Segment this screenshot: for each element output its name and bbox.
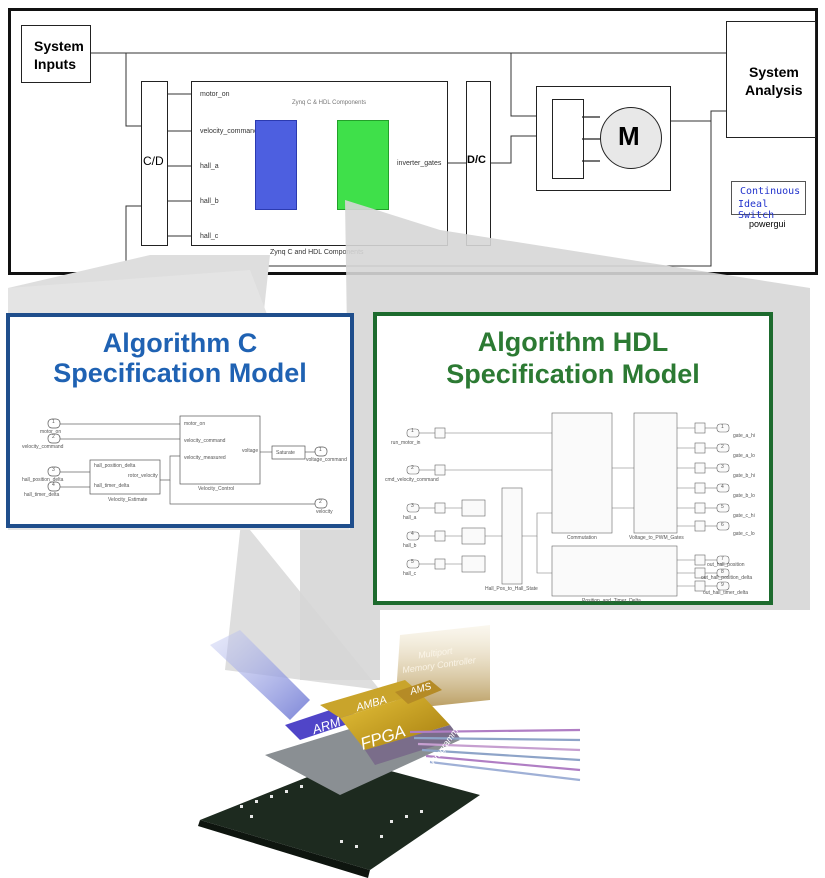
c-inport-num-3: 3: [52, 467, 55, 473]
hdl-outport-gate-a-lo: gate_a_lo: [733, 453, 755, 459]
hdl-outport-gate-b-lo: gate_b_lo: [733, 493, 755, 499]
hdl-inport-hall-c: hall_c: [403, 571, 417, 577]
c-outport-voltage-command: voltage_command: [306, 457, 347, 463]
hdl-outport-num-5: 5: [721, 504, 724, 510]
c-algorithm-block[interactable]: [255, 120, 297, 210]
hdl-block-hall-state: Hall_Pos_to_Hall_State: [485, 586, 538, 592]
c-control-port-4: voltage: [242, 448, 259, 454]
system-analysis-label-line2: Analysis: [745, 82, 803, 98]
c-outport-num-1: 1: [319, 447, 322, 453]
motor-block[interactable]: M: [536, 86, 671, 191]
hdl-inport-run-motor: run_motor_in: [391, 440, 421, 446]
zynq-chip-illustration: [198, 625, 581, 878]
port-hall-c: hall_c: [200, 233, 219, 240]
hdl-outport-gate-c-lo: gate_c_lo: [733, 531, 755, 537]
c-control-block-label: Velocity_Control: [198, 486, 235, 492]
hdl-inport-num-2: 2: [411, 465, 414, 471]
c-saturation-label: Saturate: [276, 450, 295, 456]
hdl-block-position-timer: Position_and_Timer_Delta: [582, 598, 641, 604]
hdl-outport-num-1: 1: [721, 424, 724, 430]
subsystem-label: Zynq C and HDL Components: [270, 249, 364, 256]
port-motor-on: motor_on: [200, 91, 230, 98]
hdl-outport-num-8: 8: [721, 569, 724, 575]
hdl-inport-hall-b: hall_b: [403, 543, 417, 549]
port-inverter-gates: inverter_gates: [397, 160, 442, 167]
zynq-subsystem-block[interactable]: Zynq C & HDL Components motor_on velocit…: [191, 81, 448, 256]
hdl-inport-cmd-velocity: cmd_velocity_command: [385, 477, 439, 483]
hdl-block-voltage-pwm: Voltage_to_PWM_Gates: [629, 535, 684, 541]
c-inport-num-4: 4: [52, 482, 55, 488]
hdl-outport-gate-a-hi: gate_a_hi: [733, 433, 755, 439]
c-panel-title-line1: Algorithm C: [102, 328, 258, 358]
hdl-outport-num-3: 3: [721, 464, 724, 470]
c-panel-title-line2: Specification Model: [53, 358, 307, 388]
hdl-outport-num-6: 6: [721, 522, 724, 528]
dc-converter-block[interactable]: D/C: [466, 81, 491, 246]
hdl-panel-title-line1: Algorithm HDL: [477, 327, 669, 357]
powergui-block-line2: Ideal Switch: [738, 199, 775, 221]
port-hall-b: hall_b: [200, 198, 219, 205]
cd-label: C/D: [143, 154, 164, 168]
hdl-outport-hall-position-delta: out_hall_position_delta: [701, 575, 753, 581]
c-outport-num-2: 2: [319, 499, 322, 505]
powergui-block-line1: Continuous: [740, 186, 801, 197]
hdl-outport-hall-timer-delta: out_hall_timer_delta: [703, 590, 749, 596]
hdl-panel-title-line2: Specification Model: [446, 359, 700, 389]
subsystem-inner-title: Zynq C & HDL Components: [292, 100, 367, 106]
c-inport-motor-on: motor_on: [40, 429, 62, 435]
hdl-outport-num-2: 2: [721, 444, 724, 450]
system-inputs-label-line1: System: [34, 38, 84, 54]
port-hall-a: hall_a: [200, 163, 219, 170]
hdl-inport-num-4: 4: [411, 531, 414, 537]
c-velocity-port-1: hall_position_delta: [94, 463, 136, 469]
c-velocity-port-2: hall_timer_delta: [94, 483, 130, 489]
c-model-diagram: [47, 415, 328, 509]
algorithm-c-panel: Algorithm C Specification Model 1 2 3 4 …: [6, 313, 354, 528]
hdl-inport-num-1: 1: [411, 428, 414, 434]
motor-circle: M: [600, 107, 662, 169]
cd-converter-block[interactable]: C/D: [141, 81, 168, 246]
hdl-outport-num-4: 4: [721, 484, 724, 490]
hdl-outport-hall-position: out_hall_position: [707, 562, 745, 568]
c-inport-velocity-command: velocity_command: [22, 444, 64, 450]
powergui-block[interactable]: Continuous Ideal Switch: [731, 181, 806, 221]
system-analysis-label-line1: System: [749, 64, 799, 80]
c-inport-hall-timer-delta: hall_timer_delta: [24, 492, 60, 498]
dc-label: D/C: [467, 154, 486, 166]
hdl-inport-num-3: 3: [411, 503, 414, 509]
c-inport-num-2: 2: [52, 434, 55, 440]
hdl-algorithm-block[interactable]: [337, 120, 389, 210]
hdl-outport-num-9: 9: [721, 582, 724, 588]
system-inputs-block[interactable]: System Inputs: [21, 25, 91, 83]
c-outport-velocity: velocity: [316, 509, 333, 515]
c-inport-num-1: 1: [52, 419, 55, 425]
c-inport-hall-position-delta: hall_position_delta: [22, 477, 64, 483]
c-velocity-block-label: Velocity_Estimate: [108, 497, 148, 503]
hdl-block-commutation: Commutation: [567, 535, 597, 541]
motor-label: M: [618, 121, 640, 151]
motor-wires: [582, 116, 600, 162]
hdl-outport-gate-c-hi: gate_c_hi: [733, 513, 755, 519]
hdl-outport-num-7: 7: [721, 556, 724, 562]
c-control-port-2: velocity_command: [184, 438, 226, 444]
c-control-port-1: motor_on: [184, 421, 206, 427]
hdl-model-diagram: [406, 412, 730, 597]
powergui-label: powergui: [749, 219, 786, 229]
system-inputs-label-line2: Inputs: [34, 56, 76, 72]
hdl-inport-hall-a: hall_a: [403, 515, 417, 521]
system-analysis-block[interactable]: System Analysis: [726, 21, 816, 138]
hdl-inport-num-5: 5: [411, 559, 414, 565]
hdl-outport-gate-b-hi: gate_b_hi: [733, 473, 755, 479]
algorithm-hdl-panel: Algorithm HDL Specification Model: [373, 312, 773, 605]
port-velocity-command: velocity_command: [200, 128, 258, 135]
c-control-port-3: velocity_measured: [184, 455, 226, 461]
c-velocity-port-3: rotor_velocity: [128, 473, 158, 479]
